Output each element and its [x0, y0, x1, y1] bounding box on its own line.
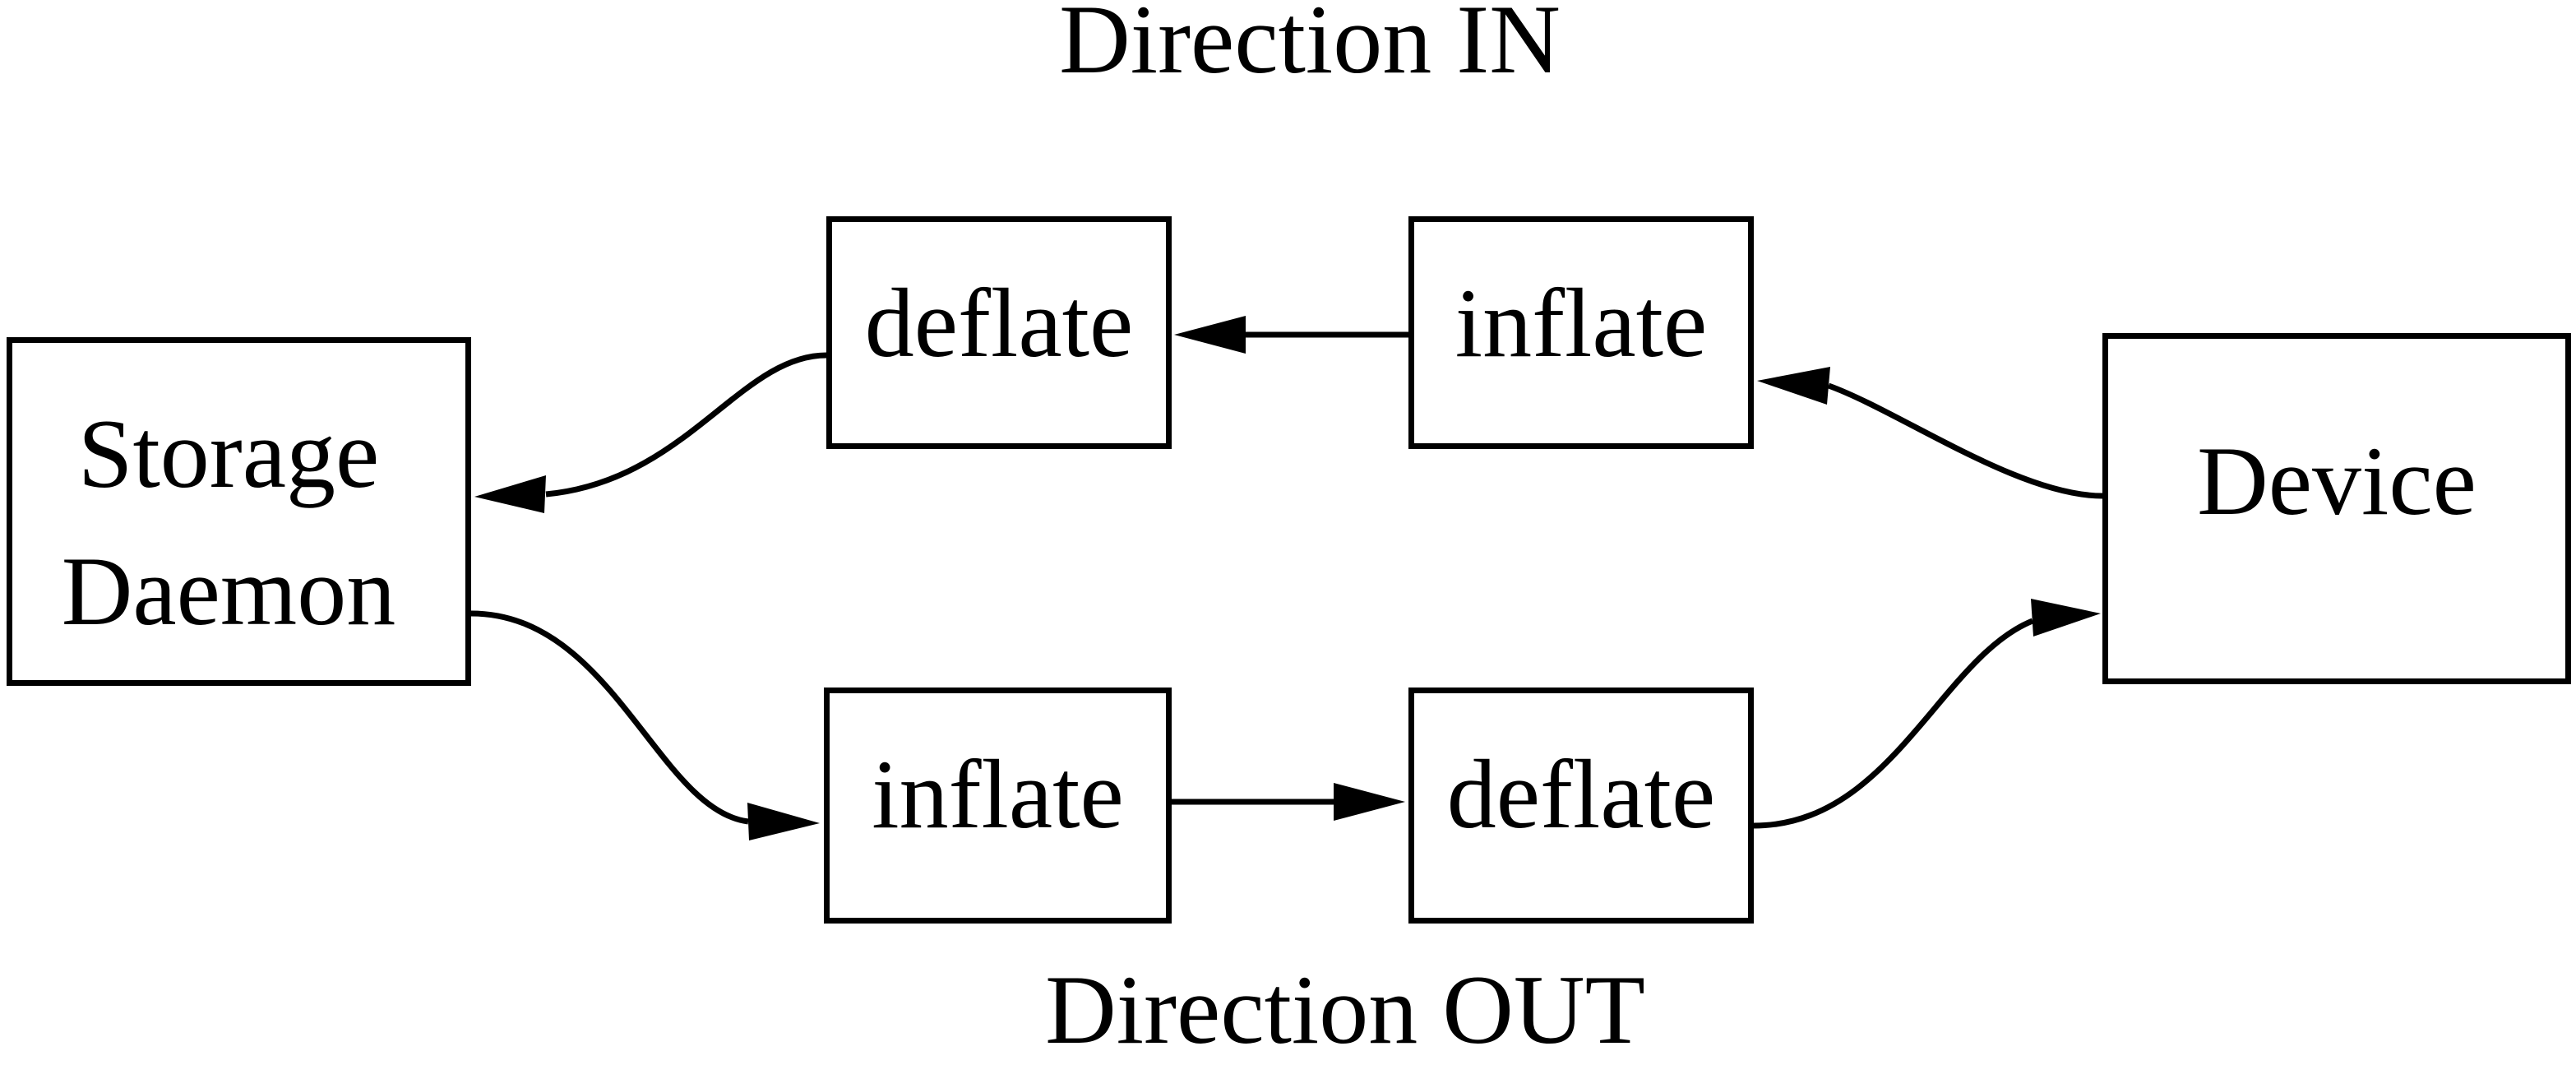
deflate-in-label: deflate [864, 268, 1134, 377]
arrowhead-into-inflate-in [1757, 367, 1830, 405]
edge-storage-to-inflate-out [470, 610, 749, 825]
edge-deflate-in-to-storage [545, 352, 827, 498]
storage-daemon-label-line1: Storage [77, 399, 380, 508]
node-inflate-out: inflate [824, 688, 1172, 924]
node-inflate-in: inflate [1408, 216, 1754, 449]
inflate-in-label: inflate [1454, 268, 1708, 377]
storage-daemon-label: Storage Daemon [12, 385, 445, 660]
edge-device-to-inflate-in [1827, 382, 2103, 499]
arrowhead-into-storage [474, 475, 546, 513]
arrowhead-into-deflate-out [1334, 783, 1405, 821]
inflate-out-label: inflate [872, 739, 1124, 849]
node-deflate-out: deflate [1408, 688, 1754, 924]
arrowhead-into-device [2031, 599, 2101, 637]
node-deflate-in: deflate [826, 216, 1172, 449]
device-label: Device [2197, 426, 2477, 535]
arrowhead-into-inflate-out [747, 803, 820, 840]
node-storage-daemon: Storage Daemon [7, 337, 471, 686]
direction-in-title: Direction IN [1059, 0, 1561, 94]
storage-daemon-label-line2: Daemon [61, 536, 396, 646]
edge-deflate-out-to-device [1753, 618, 2034, 829]
deflate-out-label: deflate [1446, 739, 1716, 849]
node-device: Device [2102, 333, 2571, 684]
arrowhead-into-deflate-in [1174, 316, 1246, 354]
direction-out-title: Direction OUT [1045, 955, 1645, 1064]
